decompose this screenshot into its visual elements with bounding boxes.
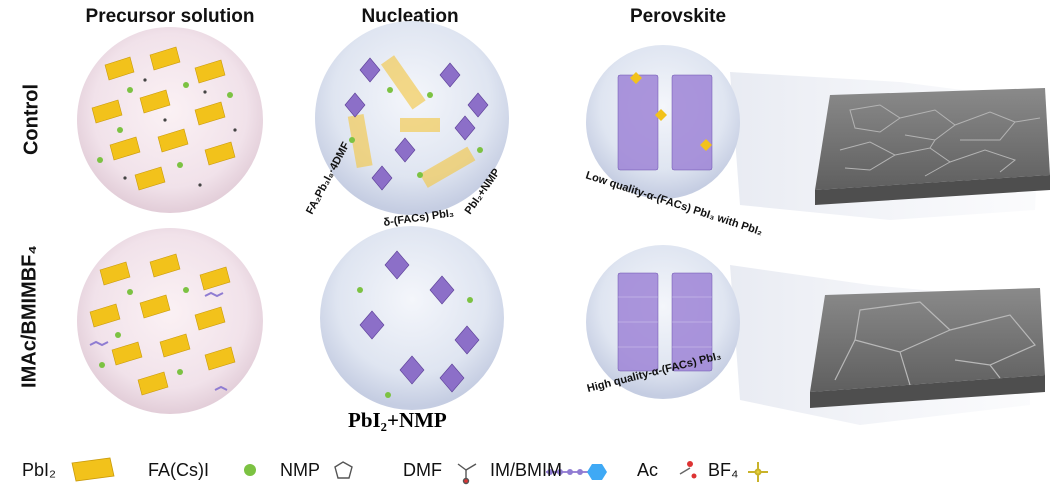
delta-phase-rods-control <box>347 55 476 188</box>
im-bmim-chains-additive <box>89 291 228 391</box>
legend-dmf-text: DMF <box>403 460 442 480</box>
nucleation-sphere-additive <box>320 226 504 410</box>
legend-facsi-text: FA(Cs)I <box>148 460 209 480</box>
header-nucleation: Nucleation <box>361 6 459 27</box>
nmp-legend-icon <box>334 461 353 479</box>
facsi-legend-icon <box>244 464 256 476</box>
legend-im-bmim-text: IM/BMIM <box>490 460 562 480</box>
legend-ac-text: Ac <box>637 460 659 480</box>
facsi-dots-additive <box>99 287 189 375</box>
octahedra-control <box>344 57 489 191</box>
legend-nmp-text: NMP <box>280 460 320 480</box>
octahedra-additive <box>359 250 480 393</box>
ac-legend-icon <box>679 461 697 479</box>
mechanism-diagram: FA₂Pb₃I₈·4DMF δ-(FACs) PbI₃ PbI₂+NMP Low… <box>77 21 1050 432</box>
solvent-molecules-control <box>123 78 237 187</box>
film-control <box>815 88 1050 205</box>
label-pbi2-nmp-additive: PbI₂+NMP <box>348 408 447 432</box>
dmf-legend-icon <box>457 463 477 485</box>
facsi-dots-control <box>97 82 233 168</box>
header-precursor-solution: Precursor solution <box>85 6 255 27</box>
nmp-dots-additive <box>357 287 473 398</box>
legend-pbi2-text: PbI₂ <box>22 460 57 480</box>
pbi2-legend-icon <box>71 457 115 482</box>
bf4-legend-icon <box>748 462 768 482</box>
pbi2-layers-additive <box>89 253 236 396</box>
legend: PbI₂ FA(Cs)I NMP DMF IM/BMIM Ac BF₄ <box>0 452 1059 492</box>
legend-bf4-text: BF₄ <box>708 460 739 480</box>
lattice-grid-additive <box>618 296 712 348</box>
nmp-dots-control <box>349 87 483 178</box>
pbi2-layers-control <box>91 46 236 191</box>
header-perovskite: Perovskite <box>629 6 727 27</box>
film-additive <box>810 288 1045 408</box>
pbi2-residue-control <box>630 72 712 151</box>
im-bmim-legend-icon <box>546 464 607 480</box>
